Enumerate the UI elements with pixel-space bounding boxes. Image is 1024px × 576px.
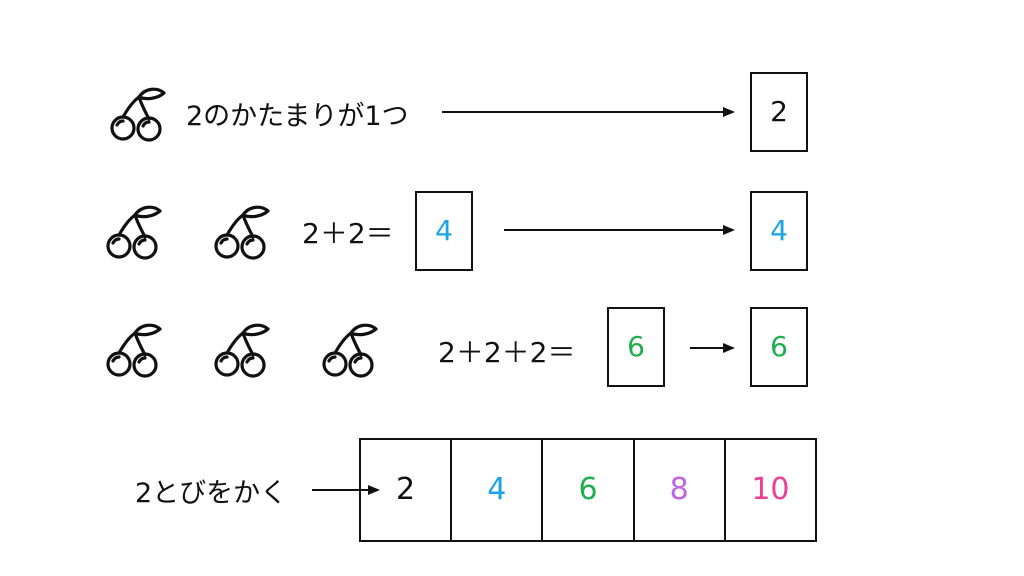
row3-expression: 2＋2＋2＝ (438, 336, 576, 369)
row3-result-box: 6 (750, 307, 808, 387)
arrow-icon (690, 343, 735, 353)
row2-result-box: 4 (750, 191, 808, 271)
cherry-icon (106, 323, 162, 378)
row2-answer-box: 4 (415, 191, 473, 271)
skip-count-strip: 2 4 6 8 10 (359, 438, 817, 542)
skip-cell-value: 8 (669, 472, 689, 507)
row1-description: 2のかたまりが1つ (186, 101, 409, 132)
row1-result-value: 2 (770, 95, 788, 128)
skip-cell-5: 10 (723, 440, 815, 540)
row3-answer-value: 6 (627, 330, 645, 363)
arrow-icon (504, 225, 735, 235)
arrow-icon (442, 107, 735, 117)
arrow-icon (312, 485, 380, 495)
row3-answer-box: 6 (607, 307, 665, 387)
skip-cell-4: 8 (632, 440, 724, 540)
cherry-icon (110, 87, 166, 142)
skip-cell-value: 6 (578, 472, 598, 507)
row2-answer-value: 4 (435, 214, 453, 247)
skip-cell-2: 4 (450, 440, 541, 540)
skip-cell-1: 2 (361, 440, 450, 540)
skip-label: 2とびをかく (135, 478, 288, 509)
skip-cell-value: 2 (396, 472, 416, 507)
row3-result-value: 6 (770, 330, 788, 363)
skip-cell-3: 6 (541, 440, 632, 540)
cherry-icon (214, 323, 270, 378)
cherry-icon (214, 205, 270, 260)
row2-expression: 2＋2＝ (302, 217, 394, 250)
row1-result-box: 2 (750, 72, 808, 152)
skip-cell-value: 4 (487, 472, 507, 507)
row2-result-value: 4 (770, 214, 788, 247)
cherry-icon (322, 323, 378, 378)
skip-cell-value: 10 (751, 472, 790, 507)
cherry-icon (106, 205, 162, 260)
